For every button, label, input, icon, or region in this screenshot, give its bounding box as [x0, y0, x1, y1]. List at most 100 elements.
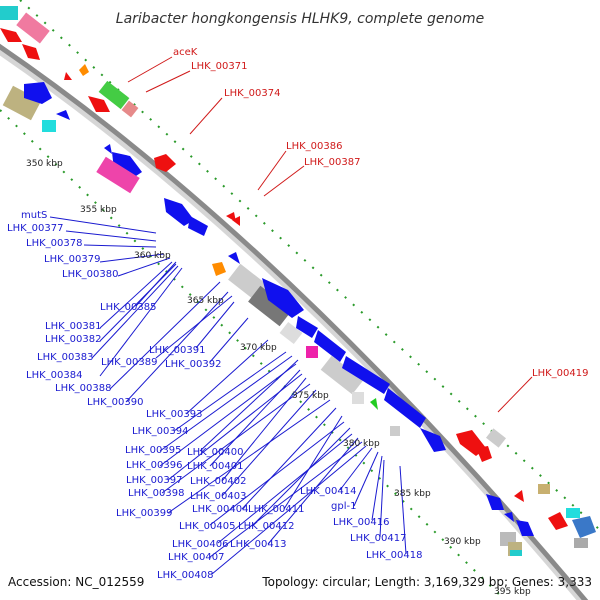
orf-arrow: [516, 520, 534, 536]
genome-backbone: [0, 43, 589, 600]
gene-label: LHK_00379: [44, 254, 100, 265]
gene-label: LHK_00394: [132, 426, 188, 437]
gene-box: [42, 120, 56, 132]
gene-box: [248, 285, 292, 327]
tick-label: 355 kbp: [80, 205, 117, 215]
orf-arrow: [514, 490, 524, 502]
gene-label: LHK_00403: [190, 491, 246, 502]
orf-arrow: [572, 516, 596, 538]
orf-arrow: [548, 512, 568, 530]
gene-label: LHK_00418: [366, 550, 422, 561]
gene-label: LHK_00390: [87, 397, 143, 408]
gene-box: [352, 392, 364, 404]
gene-label: LHK_00416: [333, 517, 389, 528]
gene-label: LHK_00400: [187, 447, 243, 458]
orf-arrow: [24, 82, 52, 104]
gene-label: LHK_00405: [179, 521, 235, 532]
gene-label: LHK_00374: [224, 88, 280, 99]
gene-label: LHK_00413: [230, 539, 286, 550]
tick-label: 365 kbp: [187, 296, 224, 306]
gene-box: [390, 426, 400, 436]
orf-arrow: [486, 494, 504, 510]
orf-arrow: [56, 110, 70, 120]
red-gene-labels: aceK LHK_00371 LHK_00374 LHK_00386 LHK_0…: [173, 47, 588, 379]
orf-arrow: [164, 198, 194, 226]
accession-text: Accession: NC_012559: [8, 575, 144, 589]
gene-label: gpl-1: [331, 501, 356, 512]
gene-label: LHK_00399: [116, 508, 172, 519]
gene-label: LHK_00408: [157, 570, 213, 581]
gene-label: LHK_00392: [165, 359, 221, 370]
genome-summary-text: Topology: circular; Length: 3,169,329 bp…: [261, 575, 592, 589]
gene-label: mutS: [21, 210, 47, 221]
gene-label: LHK_00383: [37, 352, 93, 363]
gene-label: LHK_00386: [286, 141, 342, 152]
gene-box: [306, 346, 318, 358]
orf-arrow: [22, 44, 40, 60]
blue-gene-labels: mutS LHK_00377 LHK_00378 LHK_00379 LHK_0…: [7, 210, 422, 581]
gene-label: LHK_00385: [100, 302, 156, 313]
gene-label: LHK_00412: [238, 521, 294, 532]
orf-arrow: [370, 398, 378, 410]
map-title: Laribacter hongkongensis HLHK9, complete…: [116, 11, 484, 27]
gene-label: LHK_00406: [172, 539, 228, 550]
orf-arrow: [314, 330, 346, 362]
orf-arrow: [0, 28, 22, 42]
tick-label: 380 kbp: [343, 439, 380, 449]
outer-guide-track: [19, 0, 600, 531]
orf-arrow: [504, 512, 514, 522]
orf-arrow: [79, 64, 89, 76]
gene-box: [0, 6, 18, 20]
gene-label: LHK_00417: [350, 533, 406, 544]
gene-label: LHK_00381: [45, 321, 101, 332]
gene-label: LHK_00371: [191, 61, 247, 72]
gene-box: [538, 484, 550, 494]
gene-label: LHK_00411: [248, 504, 304, 515]
gene-label: LHK_00393: [146, 409, 202, 420]
gene-box: [486, 428, 506, 448]
gene-box: [2, 85, 42, 121]
gene-label: LHK_00396: [126, 460, 182, 471]
gene-label: LHK_00387: [304, 157, 360, 168]
gene-label: LHK_00401: [187, 461, 243, 472]
gene-box: [510, 550, 522, 556]
gene-label: LHK_00388: [55, 383, 111, 394]
gene-label: LHK_00378: [26, 238, 82, 249]
gene-label: LHK_00395: [125, 445, 181, 456]
orf-arrow: [104, 144, 112, 154]
orf-arrow: [188, 216, 208, 236]
gene-label: LHK_00382: [45, 334, 101, 345]
orf-arrow: [64, 72, 72, 80]
gene-label: LHK_00402: [190, 476, 246, 487]
orf-arrow: [232, 216, 240, 226]
orf-arrow: [420, 428, 446, 452]
gene-box: [121, 100, 139, 118]
gene-label: LHK_00377: [7, 223, 63, 234]
tick-label: 375 kbp: [292, 391, 329, 401]
gene-box: [279, 321, 303, 345]
orf-arrow: [476, 446, 492, 462]
gene-label: LHK_00404: [192, 504, 248, 515]
forward-features: [0, 6, 596, 548]
tick-label: 350 kbp: [26, 159, 63, 169]
coordinate-ticks: 350 kbp 355 kbp 360 kbp 365 kbp 370 kbp …: [26, 159, 531, 597]
gene-label: LHK_00389: [101, 357, 157, 368]
gene-box: [566, 508, 580, 518]
gene-box: [574, 538, 588, 548]
orf-arrow: [88, 96, 110, 112]
gene-label: aceK: [173, 47, 198, 58]
gene-box: [16, 12, 50, 44]
tick-label: 385 kbp: [394, 489, 431, 499]
gene-box: [98, 80, 130, 110]
tick-label: 370 kbp: [240, 343, 277, 353]
orf-arrow: [342, 356, 390, 394]
orf-arrow: [262, 278, 304, 318]
gene-label: LHK_00397: [126, 475, 182, 486]
leader-lines: [49, 56, 533, 575]
gene-label: LHK_00384: [26, 370, 82, 381]
gene-box: [320, 355, 364, 395]
orf-arrow: [296, 316, 318, 338]
orf-arrow: [384, 388, 426, 428]
gene-label: LHK_00407: [168, 552, 224, 563]
